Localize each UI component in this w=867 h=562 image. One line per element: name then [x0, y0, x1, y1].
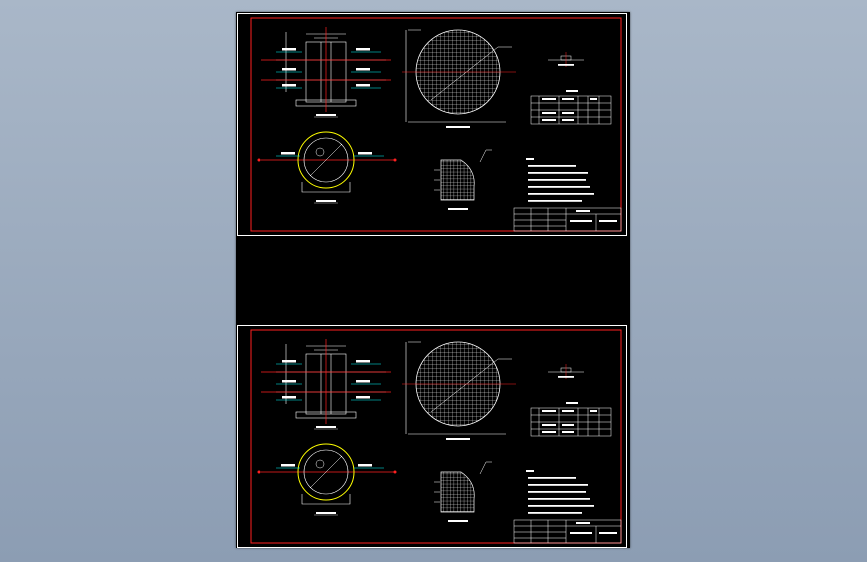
drawing-sheet-top — [237, 13, 627, 236]
drawing-canvas — [237, 13, 627, 548]
drawing-sheet[interactable] — [236, 12, 630, 548]
drawing-sheet-bottom — [237, 325, 627, 548]
